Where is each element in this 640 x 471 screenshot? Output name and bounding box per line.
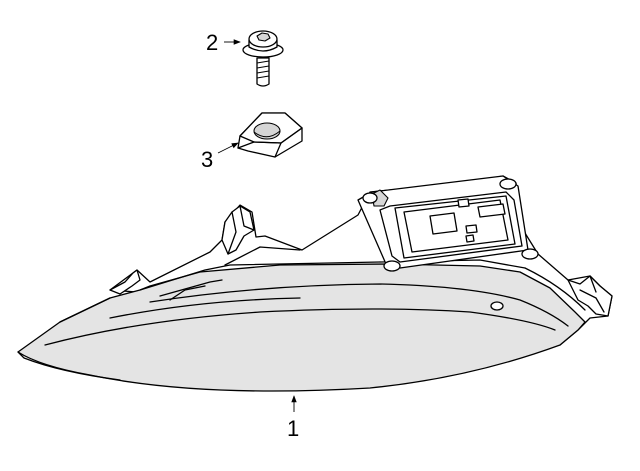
- callout-3: 3: [201, 142, 239, 172]
- callout-1: 1: [287, 395, 299, 441]
- callout-label-2: 2: [206, 30, 218, 55]
- callout-2: 2: [206, 30, 241, 55]
- bolt-part: [242, 30, 284, 87]
- headlamp-part: [17, 175, 613, 392]
- clip-nut-part: [237, 112, 303, 158]
- callout-label-1: 1: [287, 416, 299, 441]
- callout-label-3: 3: [201, 147, 213, 172]
